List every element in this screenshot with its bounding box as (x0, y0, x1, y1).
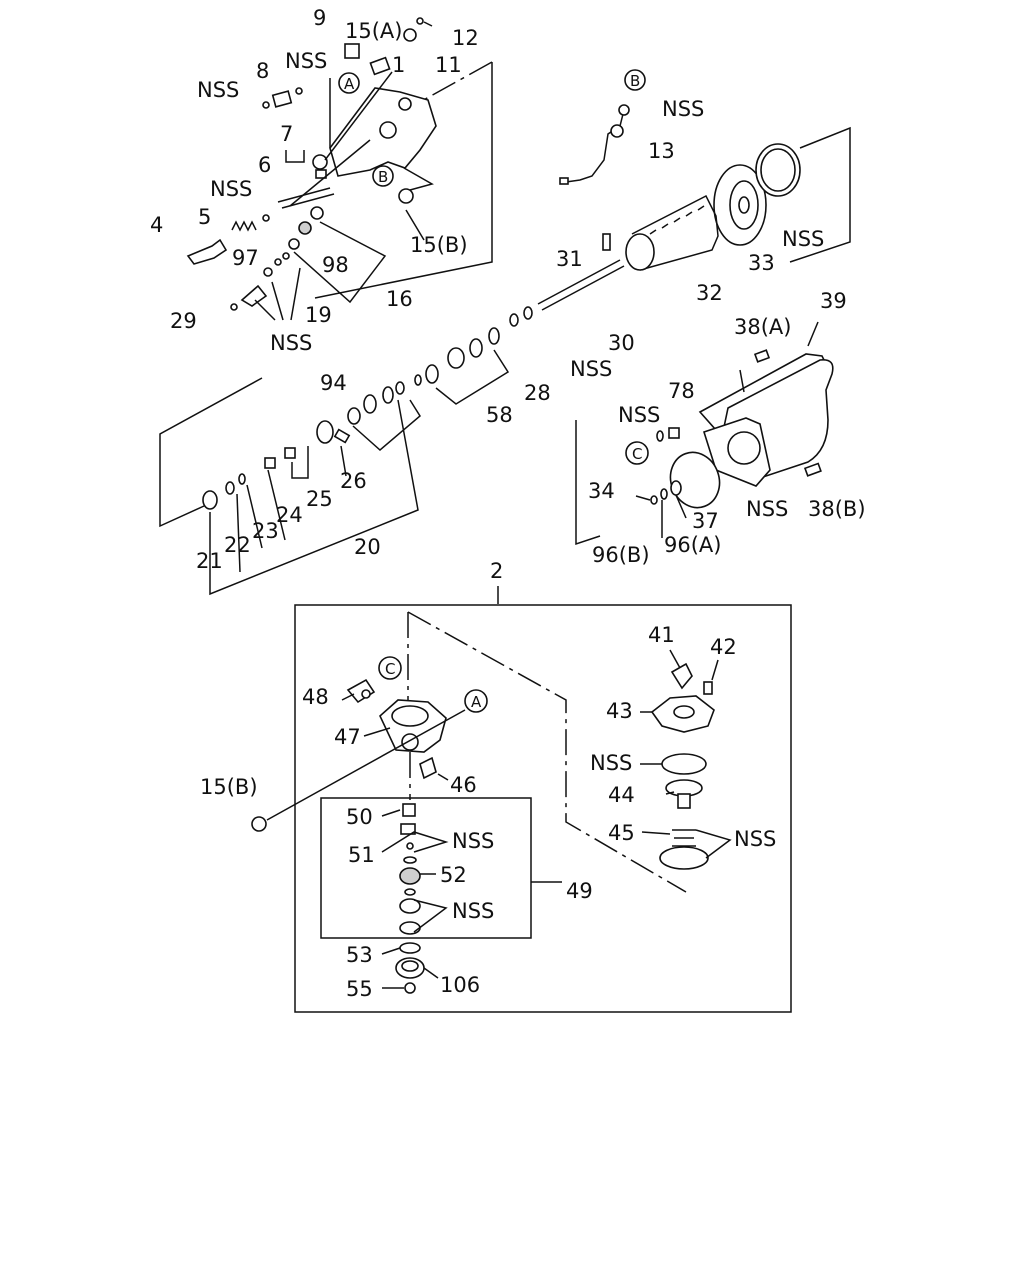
label-nss-11: NSS (734, 827, 776, 851)
label-6: 6 (258, 153, 271, 177)
callout-b-mid: B (372, 165, 394, 187)
label-28: 28 (524, 381, 551, 405)
label-33: 33 (748, 251, 775, 275)
label-nss-3: NSS (210, 177, 252, 201)
label-38b: 38(B) (808, 497, 866, 521)
label-42: 42 (710, 635, 737, 659)
label-9: 9 (313, 6, 326, 30)
label-nss-2: NSS (197, 78, 239, 102)
svg-text:A: A (344, 75, 355, 93)
label-34: 34 (588, 479, 615, 503)
label-8: 8 (256, 59, 269, 83)
svg-text:B: B (378, 168, 388, 186)
label-21: 21 (196, 549, 223, 573)
label-50: 50 (346, 805, 373, 829)
label-nss-4: NSS (270, 331, 312, 355)
label-nss-6: NSS (782, 227, 824, 251)
callout-c-right: C (625, 441, 649, 465)
label-nss-12: NSS (452, 829, 494, 853)
label-26: 26 (340, 469, 367, 493)
label-11: 11 (435, 53, 462, 77)
label-94: 94 (320, 371, 347, 395)
label-29: 29 (170, 309, 197, 333)
label-44: 44 (608, 783, 635, 807)
label-97: 97 (232, 246, 259, 270)
label-15a: 15(A) (345, 19, 402, 43)
label-38a: 38(A) (734, 315, 791, 339)
label-106: 106 (440, 973, 480, 997)
svg-text:C: C (632, 445, 642, 463)
label-32: 32 (696, 281, 723, 305)
label-4: 4 (150, 213, 163, 237)
label-98: 98 (322, 253, 349, 277)
label-nss-1: NSS (285, 49, 327, 73)
label-47: 47 (334, 725, 361, 749)
label-78: 78 (668, 379, 695, 403)
label-24: 24 (276, 503, 303, 527)
label-15b-top: 15(B) (410, 233, 468, 257)
label-45: 45 (608, 821, 635, 845)
label-22: 22 (224, 533, 251, 557)
label-nss-5: NSS (662, 97, 704, 121)
label-48: 48 (302, 685, 329, 709)
label-nss-13: NSS (452, 899, 494, 923)
relay-valve-box (251, 586, 792, 1013)
label-5: 5 (198, 205, 211, 229)
label-96b: 96(B) (592, 543, 650, 567)
label-55: 55 (346, 977, 373, 1001)
label-2: 2 (490, 559, 503, 583)
label-nss-7: NSS (570, 357, 612, 381)
label-96a: 96(A) (664, 533, 721, 557)
label-52: 52 (440, 863, 467, 887)
label-19: 19 (305, 303, 332, 327)
label-23: 23 (252, 519, 279, 543)
label-12: 12 (452, 26, 479, 50)
label-51: 51 (348, 843, 375, 867)
label-37: 37 (692, 509, 719, 533)
label-46: 46 (450, 773, 477, 797)
valve-body-assembly (186, 17, 493, 321)
label-41: 41 (648, 623, 675, 647)
label-43: 43 (606, 699, 633, 723)
label-16: 16 (386, 287, 413, 311)
svg-text:A: A (471, 693, 482, 711)
label-58: 58 (486, 403, 513, 427)
piston-parts-row (159, 327, 510, 596)
label-1: 1 (392, 53, 405, 77)
svg-text:B: B (630, 72, 640, 90)
callout-b-top: B (624, 69, 646, 91)
label-7: 7 (280, 122, 293, 146)
label-31: 31 (556, 247, 583, 271)
svg-text:C: C (385, 660, 395, 678)
label-49: 49 (566, 879, 593, 903)
label-13: 13 (648, 139, 675, 163)
label-30: 30 (608, 331, 635, 355)
label-20: 20 (354, 535, 381, 559)
label-nss-8: NSS (618, 403, 660, 427)
label-nss-10: NSS (590, 751, 632, 775)
label-25: 25 (306, 487, 333, 511)
callout-c-low: C (378, 656, 402, 680)
sensor-and-chamber-parts (509, 104, 851, 327)
label-53: 53 (346, 943, 373, 967)
label-15b-low: 15(B) (200, 775, 258, 799)
cylinder-assembly (575, 321, 834, 546)
label-nss-9: NSS (746, 497, 788, 521)
callout-a-top: A (338, 72, 360, 94)
callout-a-low: A (464, 689, 488, 713)
label-39: 39 (820, 289, 847, 313)
